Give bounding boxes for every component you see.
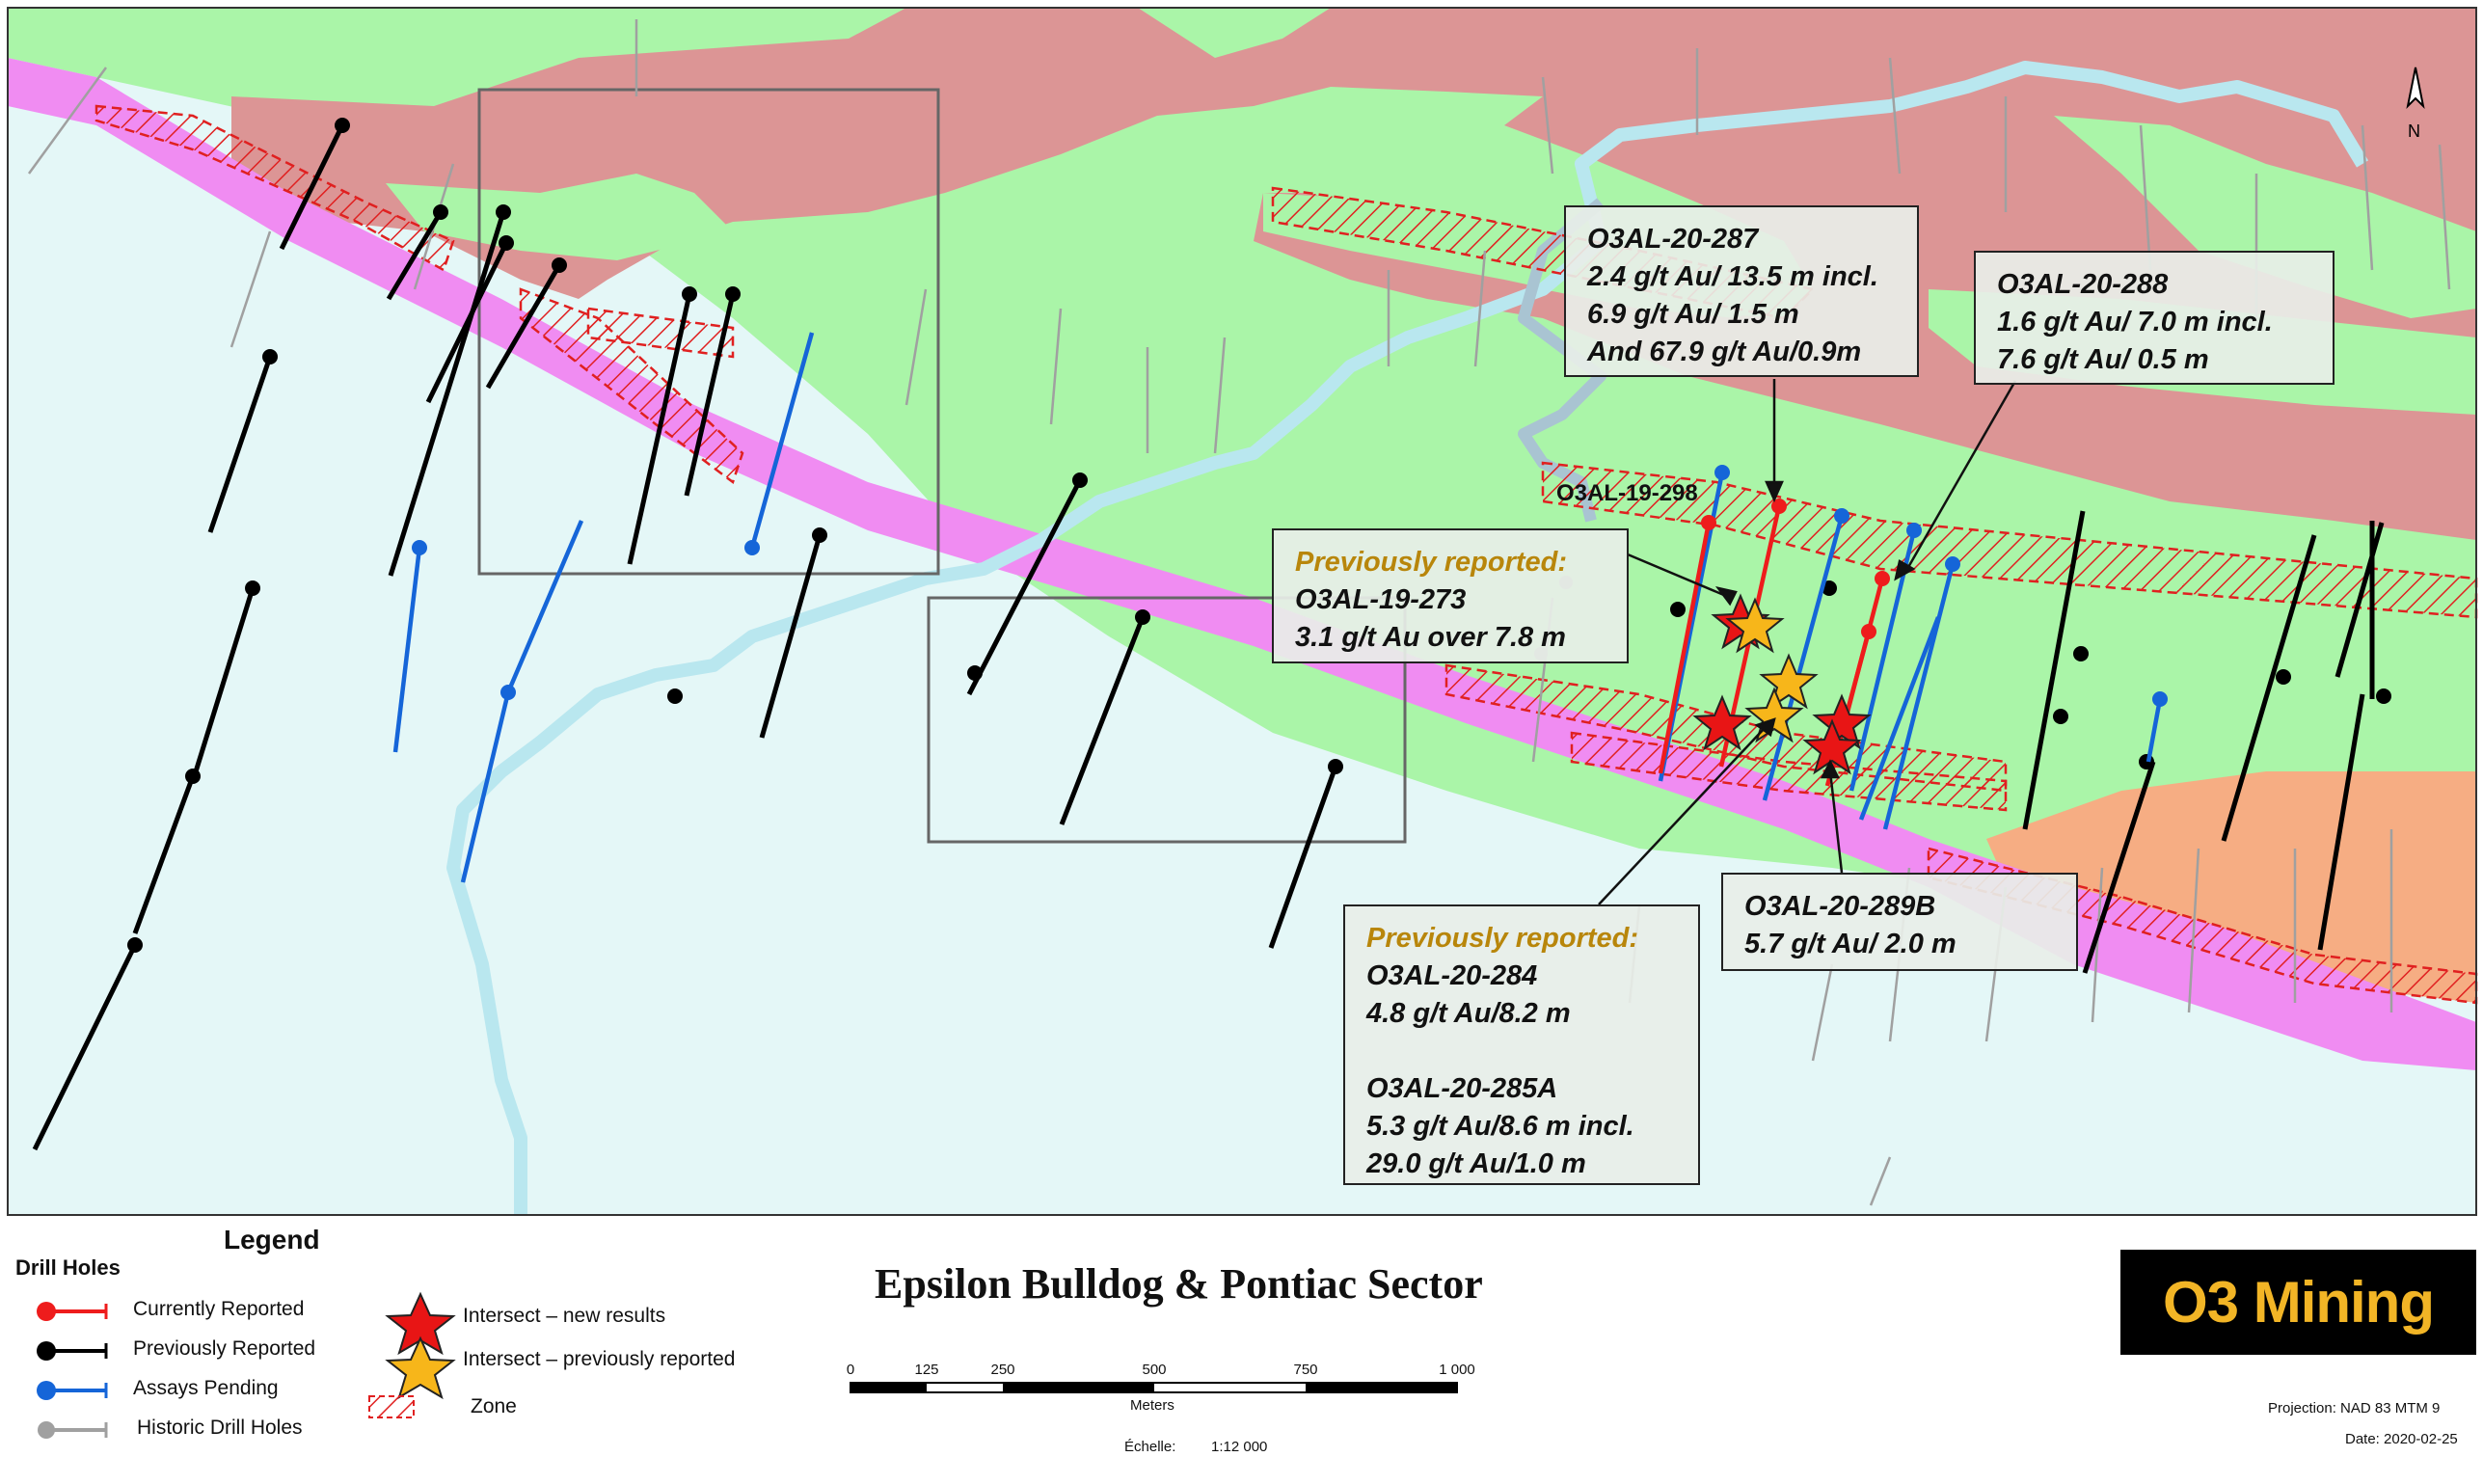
callout-header: Previously reported: <box>1366 923 1639 954</box>
magenta-unit <box>8 58 2476 1070</box>
callout-header: Previously reported: <box>1295 547 1568 578</box>
scalebar <box>850 1382 1458 1393</box>
callout-o3al-20-288: O3AL-20-288 1.6 g/t Au/ 7.0 m incl. 7.6 … <box>1974 251 2335 385</box>
callout-line: O3AL-20-289B <box>1744 891 1936 922</box>
hole-label-o3al-19-298: O3AL-19-298 <box>1556 480 1698 506</box>
river <box>446 61 2369 1215</box>
yellow-star-icon <box>385 1336 456 1400</box>
legend-title: Legend <box>224 1225 320 1255</box>
callout-line: O3AL-19-273 <box>1295 584 1467 615</box>
current-collars <box>1701 499 1890 639</box>
date-text: Date: 2020-02-25 <box>2345 1431 2458 1447</box>
callout-line: O3AL-20-285A <box>1366 1073 1558 1104</box>
map-border <box>7 7 2477 1216</box>
callout-o3al-20-284: Previously reported: O3AL-20-284 4.8 g/t… <box>1343 904 1700 1185</box>
legend-icons <box>37 1291 456 1439</box>
pending-collars <box>412 465 2168 707</box>
north-label: N <box>2408 121 2420 141</box>
scale-tick: 250 <box>990 1362 1015 1378</box>
callout-line: O3AL-20-288 <box>1997 269 2169 300</box>
zone-1 <box>94 104 455 272</box>
callout-spacer <box>1366 1033 1677 1070</box>
scale-tick: 750 <box>1293 1362 1318 1378</box>
callout-o3al-19-273: Previously reported: O3AL-19-273 3.1 g/t… <box>1272 528 1629 663</box>
zone-hatch-icon <box>368 1395 415 1418</box>
callout-line: 7.6 g/t Au/ 0.5 m <box>1997 344 2209 375</box>
callout-line: 5.7 g/t Au/ 2.0 m <box>1744 929 1957 959</box>
callout-leaders <box>1598 379 2017 905</box>
red-star-icon <box>1692 694 1752 751</box>
callout-line: 1.6 g/t Au/ 7.0 m incl. <box>1997 307 2273 337</box>
scale-value: 1:12 000 <box>1211 1439 1268 1455</box>
callout-line: 6.9 g/t Au/ 1.5 m <box>1587 299 1799 330</box>
callout-line: O3AL-20-284 <box>1366 960 1538 991</box>
map-title: Epsilon Bulldog & Pontiac Sector <box>875 1260 1483 1308</box>
yellow-star-icon <box>1725 597 1785 654</box>
callout-line: And 67.9 g/t Au/0.9m <box>1587 337 1862 367</box>
red-star-icon <box>1802 718 1862 775</box>
legend-symbol-previous: Intersect – previously reported <box>463 1348 736 1370</box>
legend-item-current: Currently Reported <box>133 1298 305 1320</box>
legend-drill-holes-heading: Drill Holes <box>15 1255 121 1280</box>
scale-tick: 500 <box>1142 1362 1167 1378</box>
callout-line: 2.4 g/t Au/ 13.5 m incl. <box>1587 261 1878 292</box>
scale-tick: 0 <box>846 1362 855 1378</box>
green-strip-3 <box>2054 116 2476 318</box>
green-strip-4 <box>386 174 733 260</box>
legend-item-historic: Historic Drill Holes <box>137 1417 303 1439</box>
projection-text: Projection: NAD 83 MTM 9 <box>2268 1400 2441 1417</box>
scale-tick: 125 <box>914 1362 939 1378</box>
inset-rectangle-1 <box>477 88 940 576</box>
scale-tick: 1 000 <box>1439 1362 1475 1378</box>
callout-line: 29.0 g/t Au/1.0 m <box>1366 1148 1586 1179</box>
callout-line: 5.3 g/t Au/8.6 m incl. <box>1366 1111 1634 1142</box>
o3-mining-logo: O3 Mining <box>2120 1250 2476 1355</box>
legend-item-previous: Previously Reported <box>133 1337 316 1360</box>
callout-o3al-20-289b: O3AL-20-289B 5.7 g/t Au/ 2.0 m <box>1721 873 2078 971</box>
north-arrow-icon <box>2406 67 2425 110</box>
callout-line: 3.1 g/t Au over 7.8 m <box>1295 622 1566 653</box>
legend-symbol-zone: Zone <box>471 1395 517 1417</box>
scale-label: Échelle: <box>1124 1439 1176 1455</box>
inset-rectangle-2 <box>927 596 1407 844</box>
legend-item-pending: Assays Pending <box>133 1377 279 1399</box>
legend-symbol-new: Intersect – new results <box>463 1305 666 1327</box>
scale-unit: Meters <box>1130 1397 1174 1414</box>
red-unit-north <box>231 8 2476 540</box>
previously-reported-holes <box>32 123 2385 1151</box>
callout-line: O3AL-20-287 <box>1587 224 1759 255</box>
previous-collars <box>127 118 2391 953</box>
callout-line: 4.8 g/t Au/8.2 m <box>1366 998 1571 1029</box>
callout-o3al-20-287: O3AL-20-287 2.4 g/t Au/ 13.5 m incl. 6.9… <box>1564 205 1919 377</box>
